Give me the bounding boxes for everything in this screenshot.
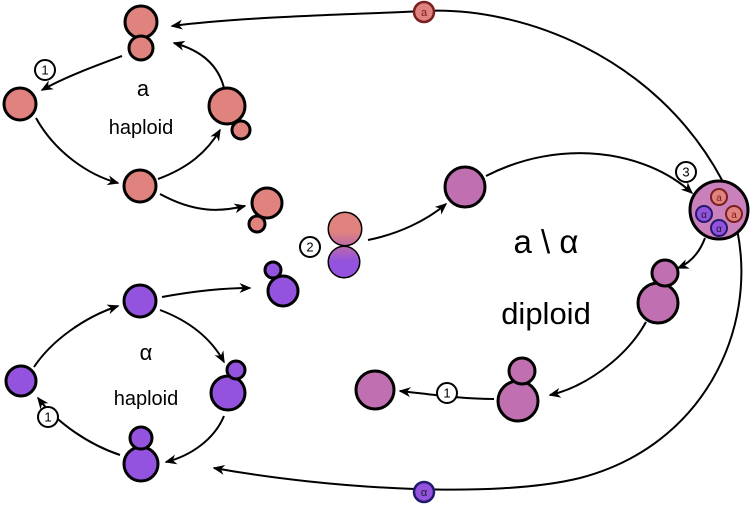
badge-number: 1 [44,410,51,425]
alpha-shmoo-body [266,274,300,308]
badge-step-1-diploid-cycle: 1 [436,382,458,404]
a-single-cell-bottom [122,168,158,204]
alpha-single-cell-left [4,364,38,398]
arrow-a-bottom-to-budding [157,128,221,180]
spore-label: α [716,224,722,235]
step-badges: 1 1 2 1 3 [34,59,697,428]
arrow-ascus-to-diploid-budding [676,237,706,269]
alpha-cycle-mating-type-label: α [140,340,153,365]
labels-layer: a haploid α haploid a \ α diploid [109,76,591,410]
alpha-single-cell-top [122,283,158,319]
arrow-ascus-spore-to-alpha-cycle [212,228,743,491]
alpha-mother-cell [122,445,160,483]
diploid-budding-cell-right [636,258,680,325]
badge-step-1-alpha-cycle: 1 [37,406,59,428]
badge-circle [675,161,697,183]
arrow-ascus-spore-to-a-cycle [170,9,723,181]
arrow-a-to-mating [159,193,247,214]
badge-number: 2 [306,240,313,255]
arrow-a-budding-to-top [172,40,225,89]
arrow-alpha-to-mating [161,283,252,298]
alpha-bud [128,425,154,451]
ascus: a α a α [688,179,750,241]
badge-step-2-mating: 2 [299,236,321,258]
diploid-single-cell-top [443,165,487,209]
badge-circle [436,382,458,404]
spore-label: a [421,7,428,19]
arrow-a-top-to-left-single [40,55,123,91]
spore-cell [412,480,436,504]
spore-cell [725,205,743,223]
ascus-spore-a-right: a [725,205,743,223]
diploid-ploidy-label: diploid [501,296,591,331]
a-mother-cell [123,4,159,40]
diploid-mother-cell [636,281,680,325]
badge-number: 3 [682,165,689,180]
badge-circle [37,406,59,428]
spore-cell [412,0,436,24]
zygote-cell [327,211,363,279]
diploid-genotype-label: a \ α [514,223,579,260]
diploid-bud [650,258,680,288]
free-spore-alpha-bottom: α [412,480,436,504]
arrow-a-left-to-bottom-single [35,117,120,186]
a-mother-cell [207,86,247,126]
badge-number: 1 [41,63,48,78]
free-spore-a-top: a [412,0,436,24]
arrow-alpha-budding-to-snowman [164,415,225,465]
arrow-alpha-top-to-budding [159,309,225,364]
a-shmoo-tip [247,214,267,234]
spore-label: a [716,193,722,204]
a-budded-cell-top [123,4,159,62]
spore-cell [710,219,728,237]
a-budding-cell-right [207,86,252,141]
spore-label: α [421,487,428,499]
alpha-mother-cell [209,374,247,412]
ascus-spore-a-top: a [710,188,728,206]
ascus-wall [688,179,750,241]
a-haploid-cells [2,4,284,234]
alpha-budding-cell-right [209,359,247,412]
zygote-fill-overlay [329,213,361,245]
spore-cell [695,205,713,223]
arrow-diploid-to-ascus [485,152,694,195]
arrow-diploid-budding-to-snowman [548,321,647,398]
ascus-spore-alpha-left: α [695,205,713,223]
badge-number: 1 [443,386,450,401]
diploid-cells [354,165,680,423]
arrow-alpha-snowman-to-left-single [37,396,121,456]
alpha-haploid-cells [4,260,300,483]
badge-circle [34,59,56,81]
diploid-budded-cell-bottom [496,356,540,423]
a-shmoo-body [250,186,284,220]
diploid-mother-cell [496,379,540,423]
diploid-single-cell-left [354,369,396,411]
arrow-zygote-to-diploid [367,203,448,241]
alpha-shmoo-tip [263,260,283,280]
a-bud [127,34,155,62]
spore-cell [710,188,728,206]
arrow-alpha-left-to-top-single [33,304,120,368]
spore-label: α [701,210,707,221]
spore-label: a [731,210,737,221]
a-bud [230,119,252,141]
alpha-bud [225,359,247,381]
a-shmoo-cell [247,186,284,234]
badge-circle [299,236,321,258]
ascus-spore-alpha-bottom: α [710,219,728,237]
badge-step-3-sporulation: 3 [675,161,697,183]
badge-step-1-a-cycle: 1 [34,59,56,81]
alpha-cycle-ploidy-label: haploid [114,388,179,410]
diploid-bud [507,356,537,386]
arrows-layer [33,9,743,491]
a-cycle-mating-type-label: a [137,76,150,101]
a-single-cell-left [2,86,38,122]
a-cycle-ploidy-label: haploid [109,117,174,139]
alpha-budded-cell-bottom [122,425,160,483]
zygote-fill-overlay [329,247,359,277]
alpha-shmoo-cell [263,260,300,308]
